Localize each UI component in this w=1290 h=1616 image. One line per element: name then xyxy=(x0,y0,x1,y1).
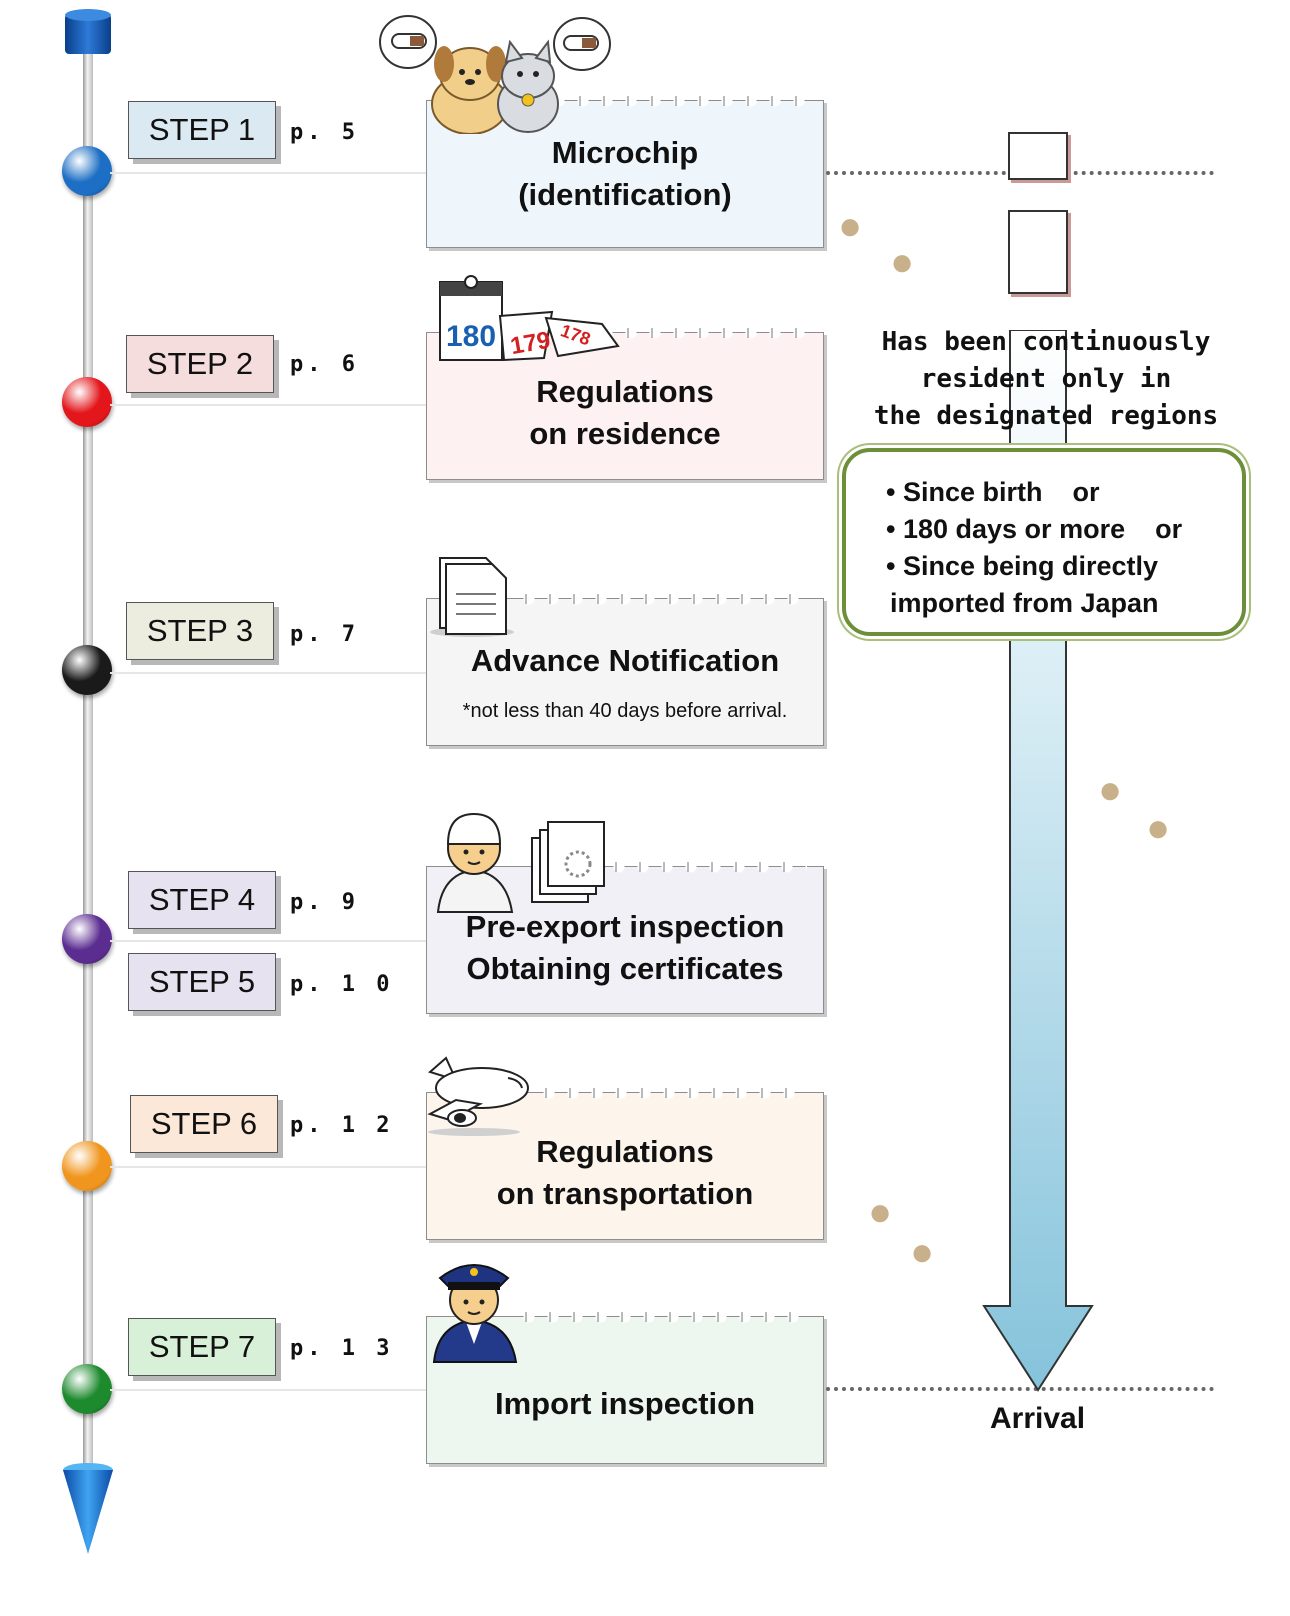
veterinarian-icon xyxy=(436,812,605,913)
connector-line xyxy=(110,1166,428,1168)
paw-print-icon: ● xyxy=(1098,768,1123,812)
step-4-page-ref[interactable]: p. 9 xyxy=(290,890,359,915)
advance-notification-card[interactable]: Advance Notification *not less than 40 d… xyxy=(426,591,824,746)
condition-since-birth: • Since birth or xyxy=(886,477,1100,507)
step-7-label[interactable]: STEP 7 xyxy=(128,1318,276,1376)
advance-notification-title: Advance Notification xyxy=(470,642,780,678)
connector-line xyxy=(110,672,428,674)
calendar-day-179: 179 xyxy=(508,327,552,361)
paw-print-icon: ● xyxy=(838,204,863,248)
connector-line xyxy=(110,940,428,942)
step-2-label[interactable]: STEP 2 xyxy=(126,335,274,393)
connector-line xyxy=(110,1389,428,1391)
paw-print-icon: ● xyxy=(868,1190,893,1234)
step-7-page-ref[interactable]: p. 1 3 xyxy=(290,1336,394,1361)
residence-requirement-text: Has been continuously resident only in t… xyxy=(873,327,1219,431)
paw-print-icon: ● xyxy=(910,1230,935,1274)
step-2-page-ref[interactable]: p. 6 xyxy=(290,352,359,377)
document-icon xyxy=(430,557,514,637)
transportation-card[interactable]: Regulations on transportation xyxy=(426,1085,824,1240)
dog-and-cat-icon xyxy=(379,15,611,134)
step-1-marker xyxy=(62,146,112,196)
condition-direct-import: • Since being directly xyxy=(886,551,1159,581)
period-box-middle xyxy=(1008,210,1068,294)
step-1-label[interactable]: STEP 1 xyxy=(128,101,276,159)
residence-card-title: Regulations on residence xyxy=(529,374,721,451)
step-1-page-ref[interactable]: p. 5 xyxy=(290,120,359,145)
period-box-top xyxy=(1008,132,1068,180)
timeline-start-cap xyxy=(65,9,111,54)
import-inspection-card-title: Import inspection xyxy=(494,1386,756,1421)
step-5-label[interactable]: STEP 5 xyxy=(128,953,276,1011)
transportation-card-title: Regulations on transportation xyxy=(496,1134,754,1211)
step-3-marker xyxy=(62,645,112,695)
paw-print-icon: ● xyxy=(890,240,915,284)
import-inspection-card[interactable]: Import inspection xyxy=(426,1309,824,1464)
timeline-pole xyxy=(83,40,93,1520)
connector-line xyxy=(110,172,428,174)
step-4-label[interactable]: STEP 4 xyxy=(128,871,276,929)
airplane-icon xyxy=(427,1056,529,1136)
condition-180-days: • 180 days or more or xyxy=(886,514,1183,544)
arrival-dotted-line xyxy=(826,1387,1214,1391)
microchip-card-title: Microchip (identification) xyxy=(518,135,732,212)
step-4-5-marker xyxy=(62,914,112,964)
officer-icon xyxy=(432,1264,518,1363)
connector-line xyxy=(110,404,428,406)
calendar-icon: 180 179 178 xyxy=(439,275,620,362)
step-6-marker xyxy=(62,1141,112,1191)
step-2-marker xyxy=(62,377,112,427)
paw-print-icon: ● xyxy=(1146,806,1171,850)
calendar-day-180: 180 xyxy=(446,320,496,353)
step-3-page-ref[interactable]: p. 7 xyxy=(290,622,359,647)
timeline-end-arrow xyxy=(63,1463,113,1554)
step-6-page-ref[interactable]: p. 1 2 xyxy=(290,1113,394,1138)
residence-card[interactable]: Regulations on residence xyxy=(426,325,824,480)
pre-export-card-title: Pre-export inspection Obtaining certific… xyxy=(465,909,785,986)
residence-conditions-box: • Since birth or • 180 days or more or •… xyxy=(842,448,1246,636)
step-5-page-ref[interactable]: p. 1 0 xyxy=(290,972,394,997)
microchip-card[interactable]: Microchip (identification) xyxy=(426,93,824,248)
step-7-marker xyxy=(62,1364,112,1414)
step-6-label[interactable]: STEP 6 xyxy=(130,1095,278,1153)
advance-notification-note: *not less than 40 days before arrival. xyxy=(462,699,788,722)
step-3-label[interactable]: STEP 3 xyxy=(126,602,274,660)
arrival-label: Arrival xyxy=(990,1402,1086,1435)
condition-direct-import-cont: imported from Japan xyxy=(890,588,1159,618)
